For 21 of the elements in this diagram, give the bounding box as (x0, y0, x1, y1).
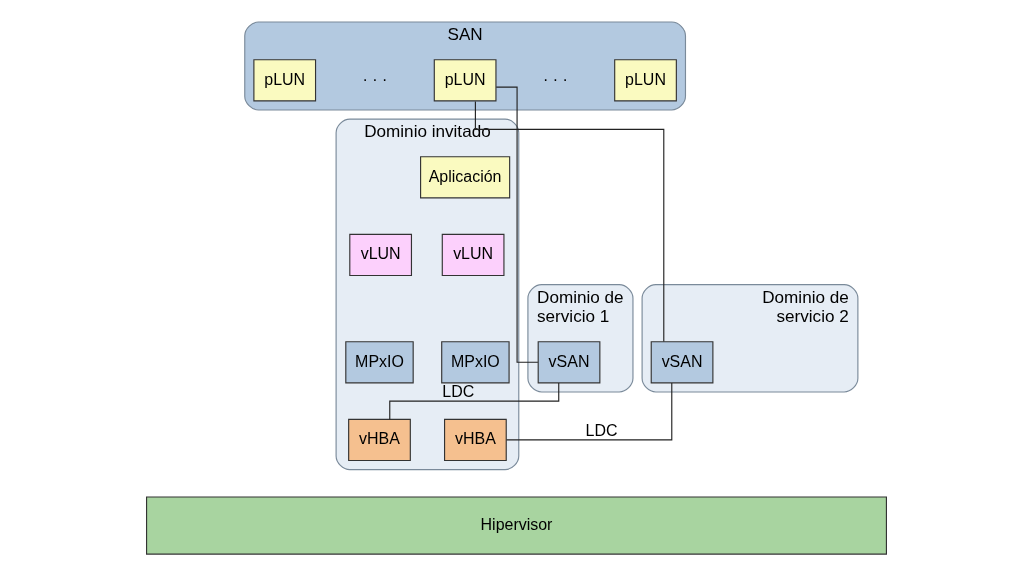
edge-label: LDC (585, 421, 618, 439)
node-box: MPxIO (344, 341, 414, 384)
connector (388, 382, 559, 420)
node-box: MPxIO (440, 341, 510, 384)
node-box: vSAN (537, 341, 600, 384)
node-box: vSAN (650, 341, 713, 384)
connector (505, 382, 672, 441)
node-box: vLUN (348, 233, 412, 277)
node-box: Hipervisor (145, 496, 887, 555)
node-box: vHBA (443, 418, 507, 462)
connector (474, 100, 664, 343)
node-box: pLUN (613, 59, 677, 102)
node-box: vHBA (347, 418, 411, 462)
connector (495, 86, 538, 363)
node-box: Aplicación (419, 156, 510, 199)
label: · · · (362, 70, 387, 88)
node-box: pLUN (252, 59, 316, 102)
label: · · · (542, 70, 568, 88)
edge-label: LDC (441, 382, 474, 400)
node-box: pLUN (433, 59, 496, 102)
node-box: vLUN (441, 233, 504, 277)
